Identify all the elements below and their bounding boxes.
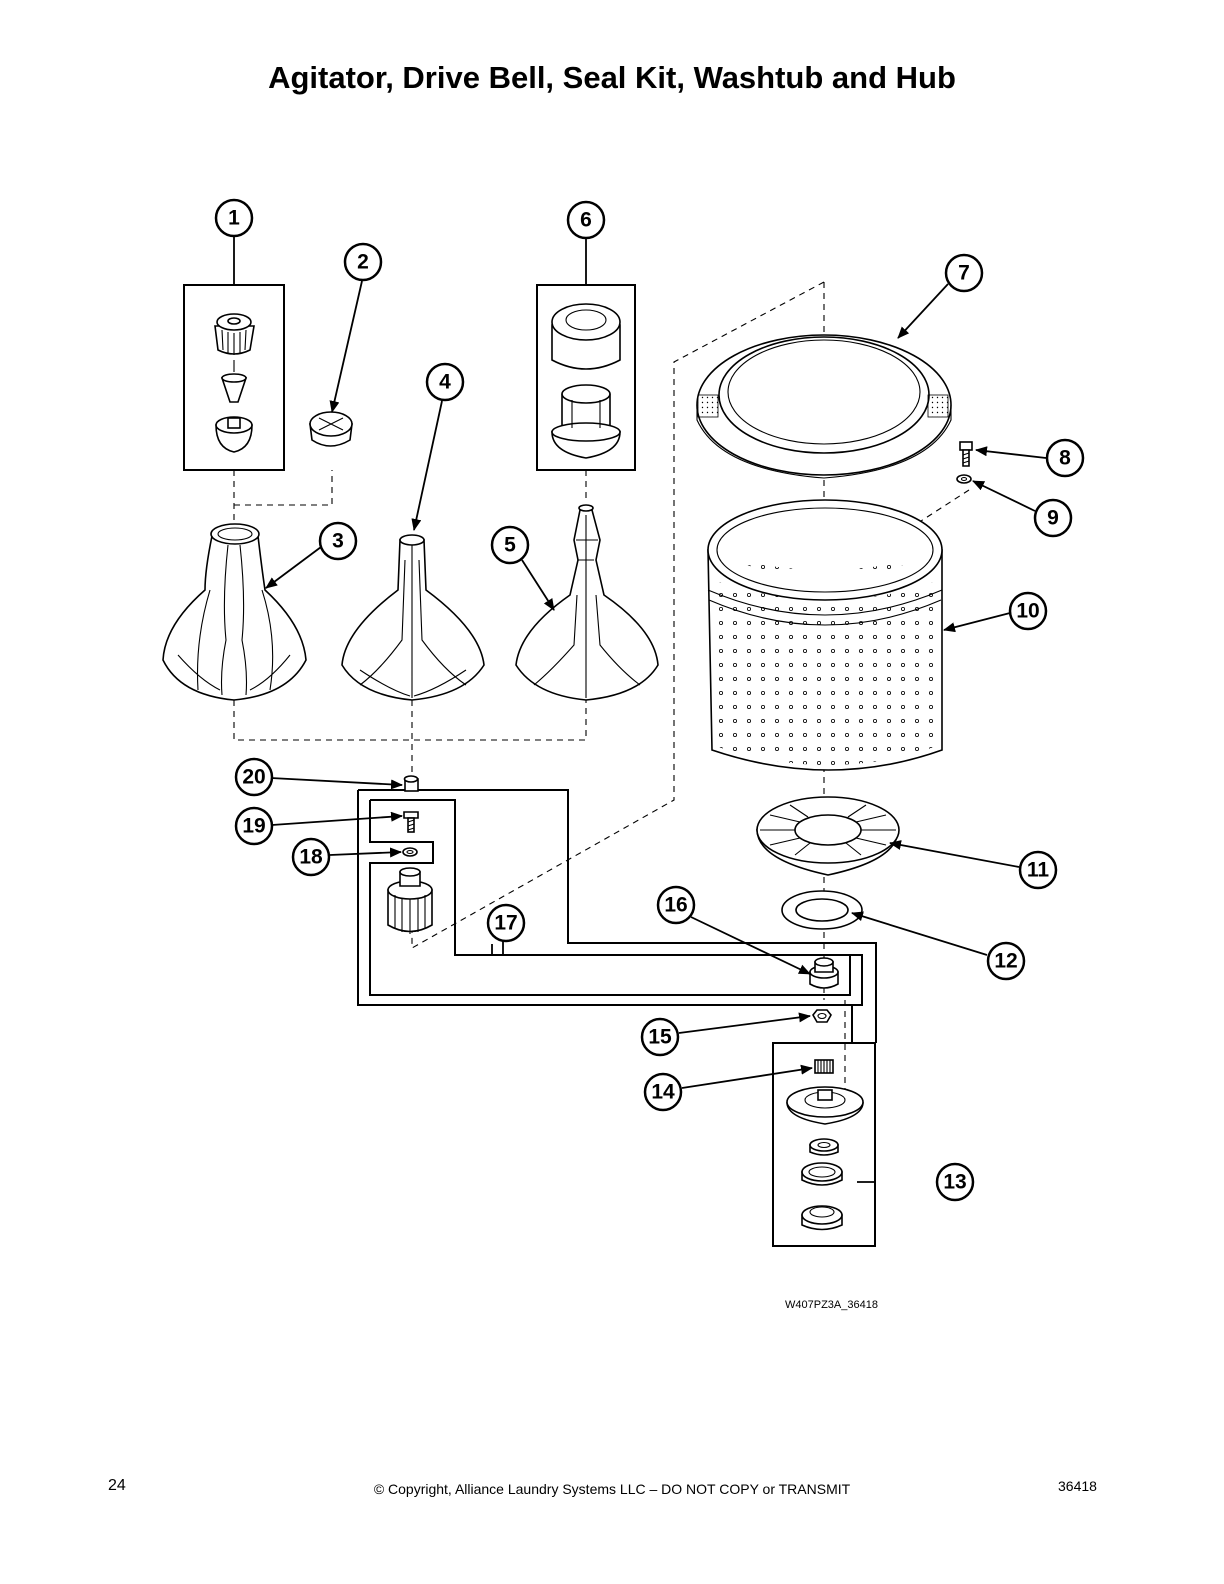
document-number: 36418: [1058, 1478, 1097, 1494]
page-number: 24: [108, 1477, 126, 1494]
svg-text:17: 17: [494, 912, 517, 935]
svg-text:5: 5: [504, 534, 516, 557]
figure-id: W407PZ3A_36418: [785, 1299, 878, 1311]
svg-text:19: 19: [242, 815, 265, 838]
agitator-3: [162, 523, 307, 701]
callout-12: 12: [986, 941, 1026, 981]
callout-11: 11: [1018, 850, 1058, 890]
cap-20: [403, 775, 419, 792]
screw-8: [959, 441, 973, 467]
copyright-notice: © Copyright, Alliance Laundry Systems LL…: [373, 1481, 851, 1497]
hub-kit-13: [786, 1059, 864, 1231]
svg-text:6: 6: [580, 209, 592, 232]
svg-text:12: 12: [994, 950, 1017, 973]
impeller-11: [756, 796, 900, 876]
washtub-10: [707, 499, 943, 771]
callout-15: 15: [640, 1017, 680, 1057]
agitator-4: [341, 534, 485, 701]
nut-16: [809, 957, 839, 989]
bracket-lines: [357, 789, 877, 1043]
svg-text:11: 11: [1027, 859, 1050, 882]
callout-10: 10: [1008, 591, 1048, 631]
page-title: Agitator, Drive Bell, Seal Kit, Washtub …: [268, 60, 956, 95]
agitator-5: [515, 504, 659, 701]
svg-text:18: 18: [299, 846, 323, 869]
gasket-12: [781, 890, 863, 930]
callout-9: 9: [1033, 498, 1073, 538]
callout-3: 3: [318, 521, 358, 561]
svg-text:14: 14: [651, 1081, 675, 1104]
washer-9: [956, 474, 972, 484]
drive-bell-kit-6: [551, 303, 621, 459]
agitator-cap-2: [309, 411, 353, 447]
bolt-19: [403, 811, 419, 833]
kit-box-13: [772, 1042, 876, 1247]
svg-text:9: 9: [1047, 507, 1059, 530]
svg-text:15: 15: [648, 1026, 672, 1049]
svg-text:13: 13: [943, 1171, 966, 1194]
callout-14: 14: [643, 1072, 683, 1112]
callout-13: 13: [935, 1162, 975, 1202]
svg-text:4: 4: [439, 371, 451, 394]
callout-4: 4: [425, 362, 465, 402]
callout-17: 17: [486, 903, 526, 943]
svg-text:20: 20: [242, 766, 265, 789]
svg-text:7: 7: [958, 262, 970, 285]
leader-lines: [233, 236, 1047, 1183]
svg-text:3: 3: [332, 530, 344, 553]
callout-18: 18: [291, 837, 331, 877]
callout-16: 16: [656, 885, 696, 925]
tub-ring-7: [696, 334, 952, 479]
svg-text:16: 16: [664, 894, 687, 917]
svg-text:10: 10: [1016, 600, 1039, 623]
callout-2: 2: [343, 242, 383, 282]
svg-text:8: 8: [1059, 447, 1071, 470]
callout-6: 6: [566, 200, 606, 240]
callout-8: 8: [1045, 438, 1085, 478]
agitator-cap-kit: [214, 313, 255, 453]
callout-5: 5: [490, 525, 530, 565]
drive-bell-17: [387, 867, 433, 934]
callout-20: 20: [234, 757, 274, 797]
washer-18: [402, 847, 418, 857]
svg-text:1: 1: [228, 207, 240, 230]
svg-text:2: 2: [357, 251, 369, 274]
callout-19: 19: [234, 806, 274, 846]
callout-1: 1: [214, 198, 254, 238]
callout-7: 7: [944, 253, 984, 293]
nut-15: [812, 1009, 832, 1023]
